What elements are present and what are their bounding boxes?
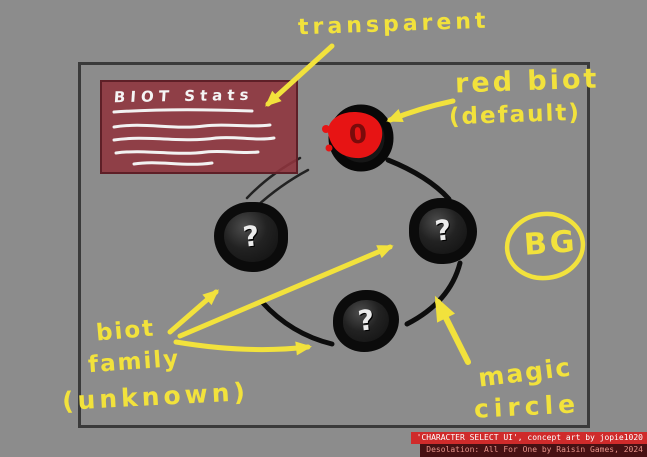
stats-panel: BIOT Stats [100,80,298,174]
note-magic-circle-line2: circle [473,389,581,424]
unknown-question-mark: ? [356,303,376,338]
stats-scribble-lines [112,108,276,166]
unknown-question-mark: ? [433,213,453,248]
credit-badge: 'CHARACTER SELECT UI', concept art by jo… [410,432,647,457]
credit-line-1: 'CHARACTER SELECT UI', concept art by jo… [410,432,647,444]
credit-line-2: Desolation: All For One by Raisin Games,… [420,444,647,457]
red-biot-blob [327,111,383,159]
biot-unknown-right: ? [409,198,477,264]
red-biot-glyph: 0 [347,119,369,151]
biot-unknown-left: ? [214,202,288,272]
note-transparent: transparent [297,8,490,41]
biot-ring [322,104,394,172]
note-red-biot-line1: red biot [454,63,600,100]
note-red-biot-line2: (default) [448,99,582,131]
biot-red-selected: 0 [317,99,401,177]
note-bg-label: BG [522,224,579,263]
note-biot-family-line1: biot [94,315,157,347]
unknown-question-mark: ? [241,219,261,254]
